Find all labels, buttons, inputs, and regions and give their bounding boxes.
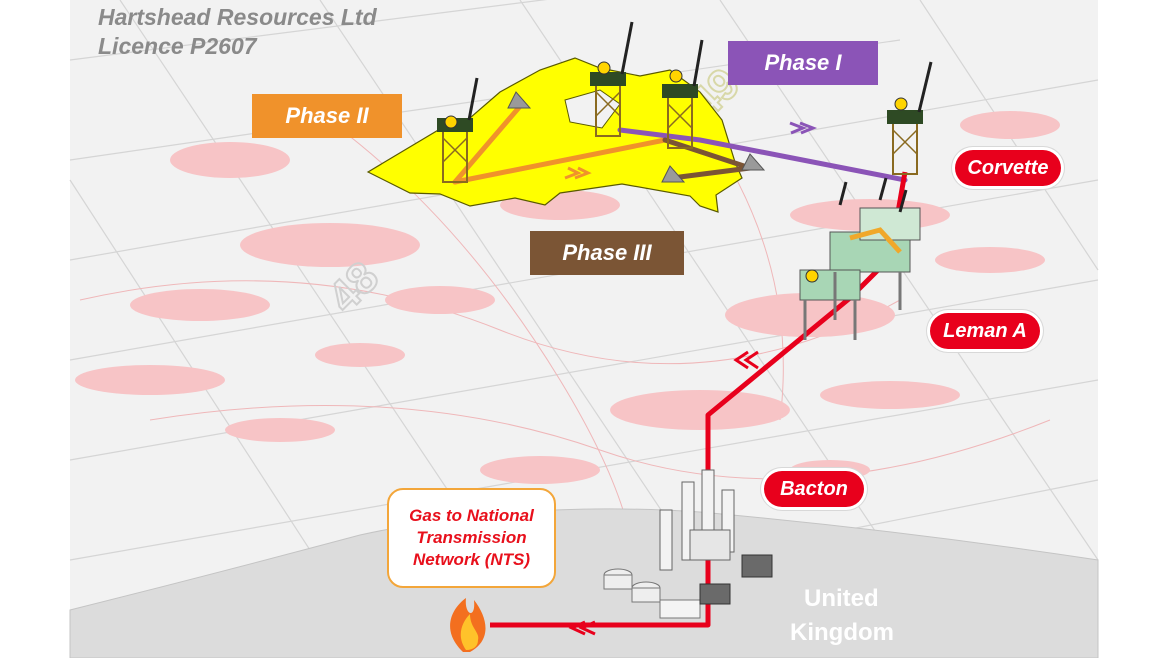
phase-ii-label: Phase II — [252, 94, 402, 138]
nts-line-3: Network (NTS) — [412, 550, 531, 569]
phase-i-label: Phase I — [728, 41, 878, 85]
uk-landmass — [69, 508, 1099, 658]
phase-iii-label: Phase III — [530, 231, 684, 275]
uk-label-line-2: Kingdom — [790, 619, 894, 646]
corvette-label: Corvette — [955, 150, 1061, 186]
licence-cutout — [564, 89, 621, 129]
nts-line-1: Gas to National — [409, 506, 534, 525]
company-title: Hartshead Resources Ltd — [98, 4, 377, 30]
platform-icon — [437, 21, 933, 183]
nts-callout: Gas to National Transmission Network (NT… — [387, 488, 556, 588]
leman-a-complex — [799, 177, 921, 340]
leman-a-label: Leman A — [930, 313, 1040, 349]
gas-fields — [75, 111, 1060, 484]
uk-label-line-1: United — [804, 585, 879, 612]
terminal-icon — [603, 469, 773, 619]
nts-line-2: Transmission — [416, 528, 527, 547]
flame-icon — [450, 598, 486, 652]
bacton-label: Bacton — [764, 471, 864, 507]
licence-title: Licence P2607 — [98, 33, 257, 59]
